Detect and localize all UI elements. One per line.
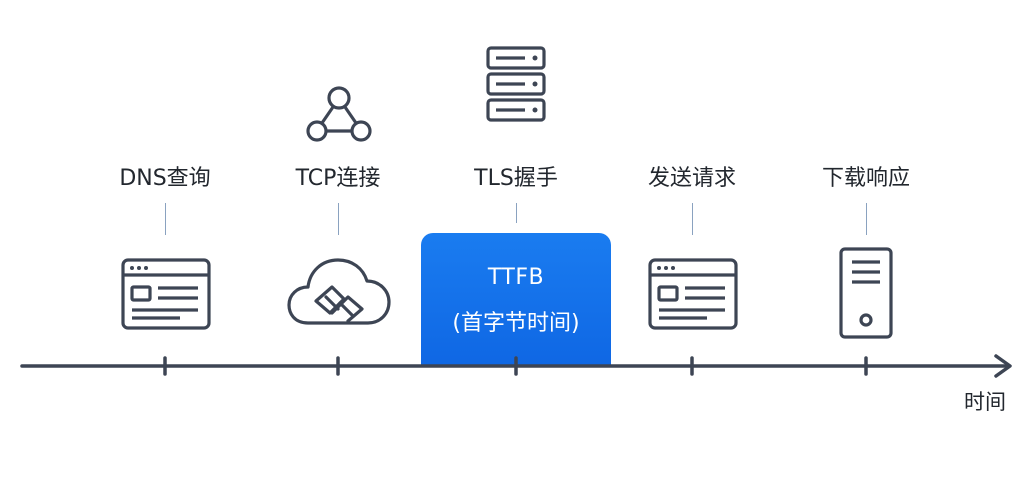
stage-label-dns: DNS查询 xyxy=(119,166,211,191)
browser-window-icon xyxy=(121,258,211,330)
connector-line-tls xyxy=(516,203,517,223)
network-graph-icon xyxy=(306,86,372,142)
connector-line-tcp xyxy=(338,203,339,235)
ttfb-title: TTFB xyxy=(487,265,545,290)
stage-label-tls: TLS握手 xyxy=(474,166,558,191)
server-tower-icon xyxy=(839,247,893,339)
stage-label-tcp: TCP连接 xyxy=(295,166,381,191)
axis-label-time: 时间 xyxy=(964,390,1006,414)
stage-label-download: 下载响应 xyxy=(821,166,911,191)
server-rack-icon xyxy=(486,46,546,122)
browser-window-icon xyxy=(648,258,738,330)
cloud-handshake-icon xyxy=(287,258,391,325)
stage-label-request: 发送请求 xyxy=(647,166,737,191)
ttfb-highlight-box: TTFB (首字节时间) xyxy=(421,233,611,366)
ttfb-subtitle: (首字节时间) xyxy=(452,311,580,336)
connector-line-download xyxy=(866,203,867,235)
connector-line-dns xyxy=(165,203,166,235)
connector-line-request xyxy=(692,203,693,235)
